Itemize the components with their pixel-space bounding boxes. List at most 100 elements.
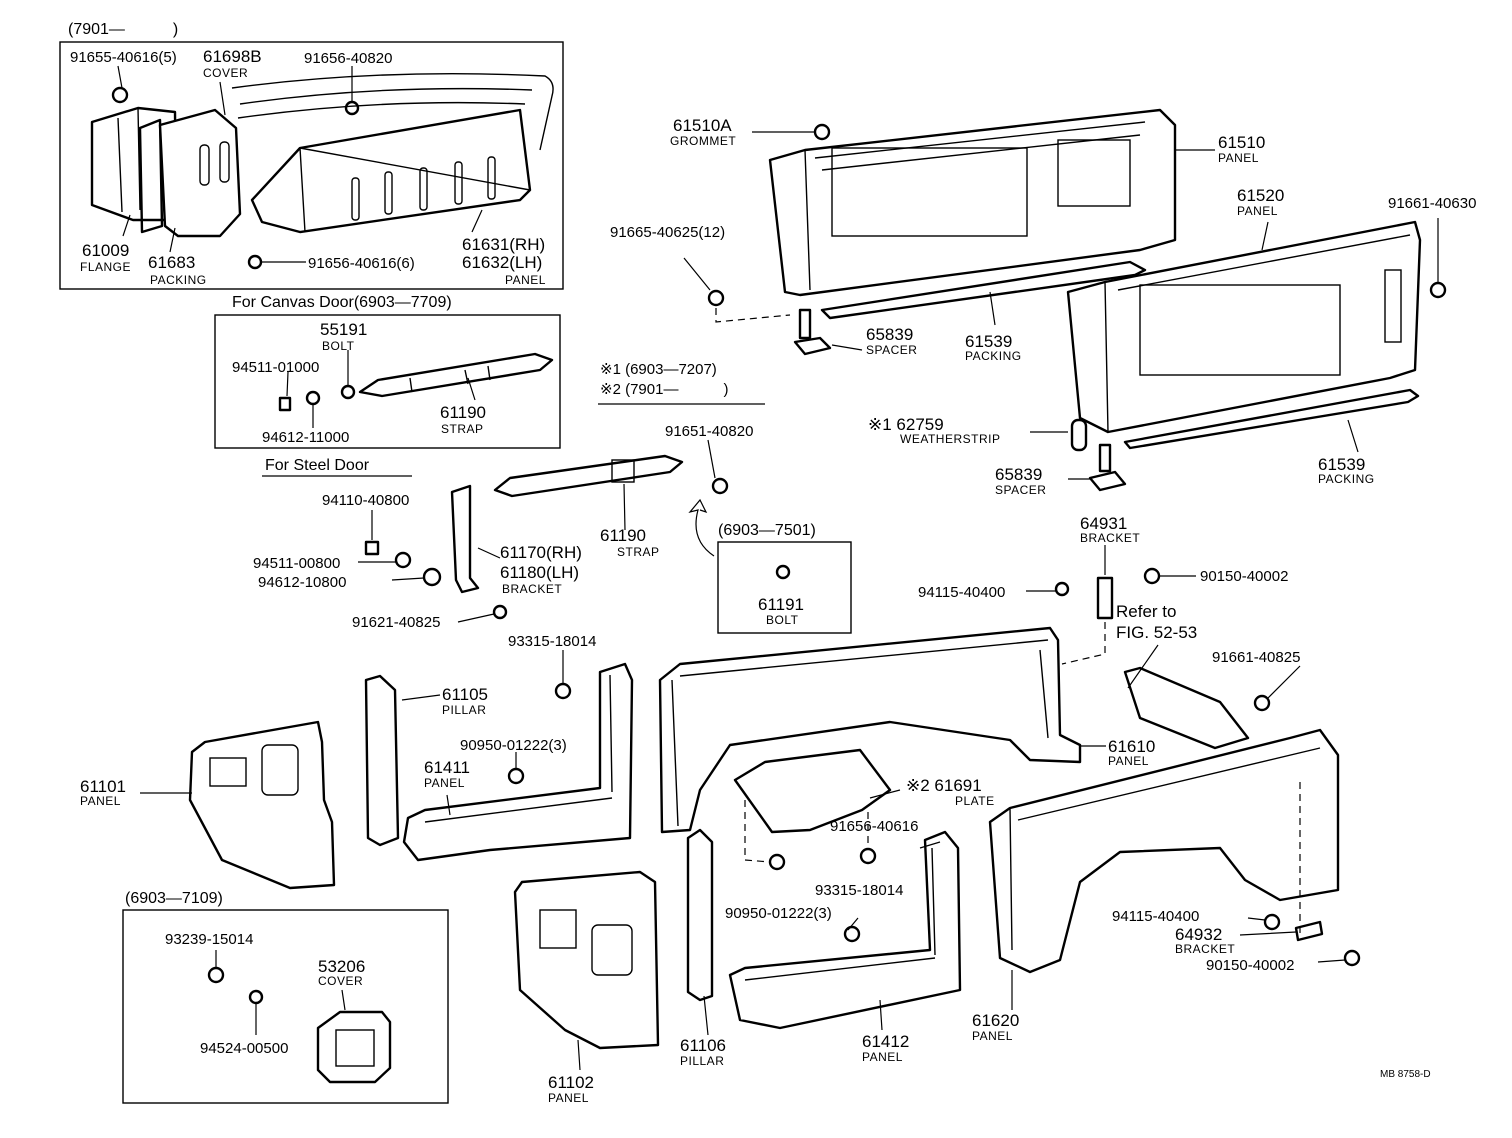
label-93315-18014-upper: 93315-18014 — [508, 633, 596, 650]
label-61191: 61191 — [758, 595, 804, 614]
rear-panels: 61510A GROMMET 61510 PANEL 61520 PANEL 9… — [610, 108, 1476, 497]
label-91656-40616-side: 91656-40616 — [830, 818, 918, 835]
label-61105-name: PILLAR — [442, 703, 486, 717]
label-55191: 55191 — [320, 320, 367, 339]
label-61102-name: PANEL — [548, 1091, 589, 1105]
body-rail-shape — [231, 73, 554, 151]
label-61412-name: PANEL — [862, 1050, 903, 1064]
label-62759-name: WEATHERSTRIP — [900, 432, 1000, 446]
label-61610: 61610 — [1108, 737, 1155, 756]
label-94511-01000: 94511-01000 — [232, 359, 319, 376]
inset-7901: (7901— ) — [59, 21, 564, 290]
label-65839-lower-name: SPACER — [995, 483, 1046, 497]
label-53206: 53206 — [318, 957, 365, 976]
label-61170: 61170(RH) — [500, 543, 582, 562]
label-62759: ※1 62759 — [868, 415, 944, 434]
washer-94612-11000-icon — [305, 390, 321, 406]
inset-7901-header: (7901— ) — [68, 21, 178, 38]
label-61539-lower-name: PACKING — [1318, 472, 1375, 486]
label-61539-upper: 61539 — [965, 332, 1012, 351]
label-90950-01222-lower: 90950-01222(3) — [725, 905, 832, 922]
label-61009-name: FLANGE — [80, 260, 131, 274]
bracket-61170-shape — [450, 484, 480, 594]
label-94115-40400-lower: 94115-40400 — [1112, 908, 1199, 925]
label-94612-11000: 94612-11000 — [262, 429, 349, 446]
label-61698b-name: COVER — [203, 66, 248, 80]
label-93315-18014-lower: 93315-18014 — [815, 882, 903, 899]
inset-7501: (6903—7501) 61191 BOLT — [688, 498, 852, 634]
label-64931: 64931 — [1080, 514, 1127, 533]
inset-7109-header: (6903—7109) — [125, 890, 223, 907]
inset-7109: (6903—7109) 93239-15014 53206 COVER 9452… — [122, 890, 449, 1104]
label-90950-01222-upper: 90950-01222(3) — [460, 737, 567, 754]
strap-61190-steel-shape — [493, 454, 684, 498]
label-61691-name: PLATE — [955, 794, 995, 808]
pillar-61105-shape — [364, 674, 400, 847]
label-61610-name: PANEL — [1108, 754, 1149, 768]
plate-61691-shape — [733, 748, 892, 834]
label-91665-40625: 91665-40625(12) — [610, 224, 725, 241]
panel-61411-shape — [402, 662, 634, 862]
label-61190-canvas-name: STRAP — [441, 422, 484, 436]
canvas-door-header: For Canvas Door(6903—7709) — [232, 294, 452, 311]
label-61632-name: PANEL — [505, 273, 546, 287]
cover-61698b-shape — [158, 108, 242, 238]
bolt-93315-lower-icon — [859, 847, 877, 865]
bolt-61191-icon — [775, 564, 791, 580]
label-61106-name: PILLAR — [680, 1054, 724, 1068]
panel-61102-shape — [513, 870, 660, 1050]
label-91651-40820: 91651-40820 — [665, 423, 753, 440]
label-53206-name: COVER — [318, 974, 363, 988]
label-91655-40616: 91655-40616(5) — [70, 49, 177, 66]
label-64932: 64932 — [1175, 925, 1222, 944]
label-61102: 61102 — [548, 1073, 594, 1092]
nut-94524-icon — [248, 989, 264, 1005]
nut-94110-icon — [364, 540, 380, 556]
label-94612-10800: 94612-10800 — [258, 574, 346, 591]
bolt-91655-icon — [111, 86, 129, 104]
inset-7901-frame — [59, 41, 564, 290]
packing-61539-lower-shape — [1123, 388, 1420, 450]
label-61520: 61520 — [1237, 186, 1284, 205]
steel-door-header: For Steel Door — [265, 457, 370, 474]
panel-61510-shape — [768, 108, 1177, 297]
clip-90950-upper-icon — [507, 767, 525, 785]
clip-90950-lower-icon — [843, 925, 861, 943]
label-61101-name: PANEL — [80, 794, 121, 808]
arrow-icon — [688, 498, 715, 557]
label-61510-name: PANEL — [1218, 151, 1259, 165]
weatherstrip-62759-shape — [1070, 418, 1088, 452]
bolt-91656-40616-icon — [247, 254, 263, 270]
label-91656-40616: 91656-40616(6) — [308, 255, 415, 272]
label-61539-upper-name: PACKING — [965, 349, 1022, 363]
label-91661-40825: 91661-40825 — [1212, 649, 1300, 666]
spacer-65839-lower-shape — [1088, 470, 1127, 492]
label-61106: 61106 — [680, 1036, 726, 1055]
grommet-61510a-icon — [813, 123, 831, 141]
bolt-91661-40825-icon — [1253, 694, 1271, 712]
label-61632: 61632(LH) — [462, 253, 542, 272]
label-61520-name: PANEL — [1237, 204, 1278, 218]
label-61510a-name: GROMMET — [670, 134, 736, 148]
strap-61190-canvas-shape — [358, 352, 554, 398]
packing-61683-shape — [138, 118, 164, 234]
panel-61610-shape — [658, 626, 1082, 834]
panel-61520-shape — [1066, 220, 1422, 434]
pillar-61106-shape — [686, 828, 714, 1002]
label-61411: 61411 — [424, 758, 470, 777]
note-1: ※1 (6903—7207) — [600, 361, 717, 378]
bracket-64932-shape — [1294, 920, 1324, 942]
label-61105: 61105 — [442, 685, 488, 704]
label-91661-40630: 91661-40630 — [1388, 195, 1476, 212]
bolt-93239-icon — [207, 966, 225, 984]
inset-canvas-door: For Canvas Door(6903—7709) 55191 BOLT 94… — [214, 294, 561, 449]
bolt-93315-upper-icon — [554, 682, 572, 700]
label-64932-name: BRACKET — [1175, 942, 1235, 956]
bracket-fig52-shape — [1123, 666, 1250, 750]
label-61631: 61631(RH) — [462, 235, 545, 254]
panel-61412-shape — [728, 830, 962, 1030]
nut-94511-01000-icon — [278, 396, 292, 412]
inset-7501-header: (6903—7501) — [718, 522, 816, 539]
